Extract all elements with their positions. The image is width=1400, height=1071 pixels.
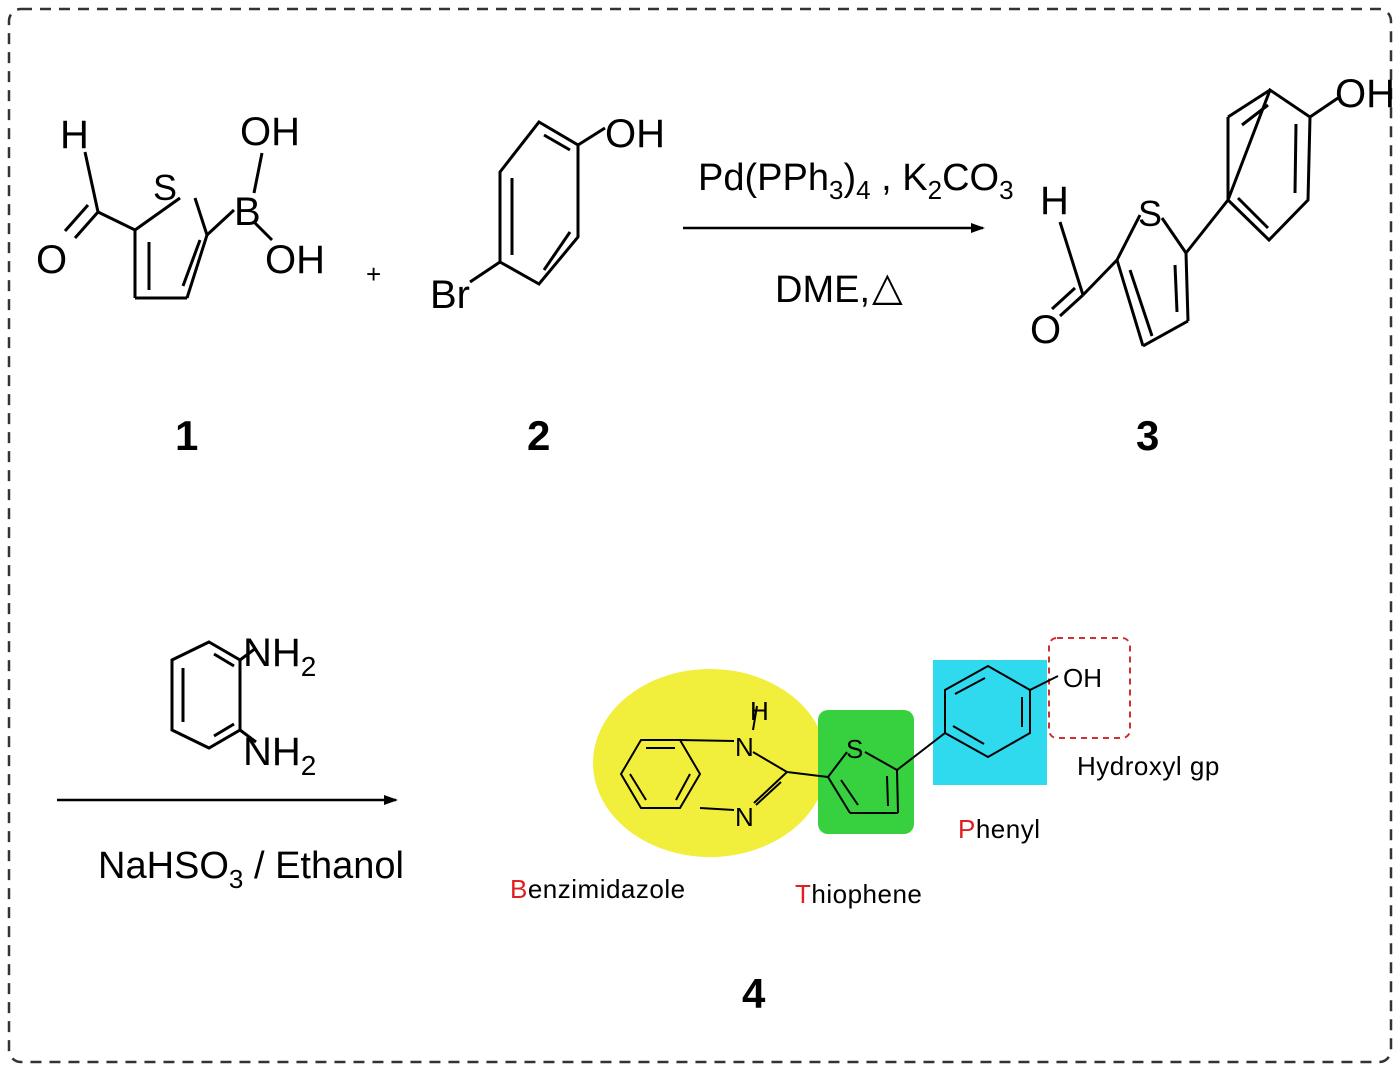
label-phenyl: Phenyl — [958, 814, 1041, 844]
atom-oh: OH — [605, 112, 665, 156]
atom-b: B — [234, 190, 261, 234]
compound-3-structure — [1050, 87, 1339, 348]
compound-number-4: 4 — [742, 970, 766, 1017]
label-hydroxyl-gp: Hydroxyl gp — [1077, 751, 1220, 781]
atom-s: S — [846, 734, 863, 764]
atom-o: O — [36, 238, 67, 282]
atom-s: S — [1138, 193, 1162, 234]
thiophene-highlight — [818, 710, 914, 834]
label-thiophene: Thiophene — [795, 879, 922, 909]
atom-h-nh: H — [750, 696, 769, 726]
atom-h: H — [1040, 179, 1069, 223]
reaction1-catalyst: Pd(PPh3)4 , K2CO3 — [698, 157, 1014, 205]
atom-oh-top: OH — [240, 110, 300, 154]
compound-number-2: 2 — [527, 412, 550, 459]
compound-2-structure — [469, 120, 606, 286]
label-benzimidazole: Benzimidazole — [510, 874, 686, 904]
atom-oh: OH — [1063, 663, 1102, 693]
reaction2-conditions: NaHSO3 / Ethanol — [98, 845, 404, 894]
atom-s: S — [153, 167, 177, 208]
atom-nh2-top: NH2 — [243, 631, 316, 682]
atom-n: N — [735, 802, 754, 832]
reaction1-solvent: DME, — [775, 269, 870, 311]
compound-1-structure — [63, 151, 274, 300]
compound-number-3: 3 — [1136, 412, 1159, 459]
atom-n-nh: N — [735, 732, 754, 762]
compound-number-1: 1 — [175, 412, 198, 459]
plus-sign: + — [366, 259, 381, 289]
atom-oh-bottom: OH — [265, 238, 325, 282]
heat-triangle-symbol: △ — [872, 264, 903, 310]
o-phenylenediamine-structure — [170, 640, 257, 750]
compound-4-structure — [619, 664, 1059, 814]
atom-oh: OH — [1335, 72, 1395, 116]
dashed-frame — [7, 7, 1393, 1064]
atom-o: O — [1030, 308, 1061, 352]
benzimidazole-highlight — [593, 669, 827, 857]
atom-h: H — [60, 113, 89, 157]
phenyl-highlight — [933, 660, 1047, 785]
atom-nh2-bottom: NH2 — [243, 730, 316, 781]
atom-br: Br — [430, 273, 470, 317]
